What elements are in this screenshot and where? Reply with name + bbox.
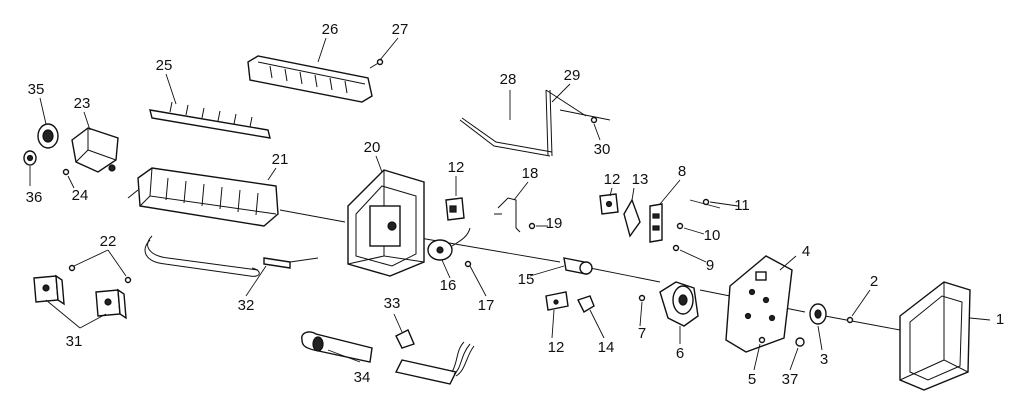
- callout-18: 18: [522, 165, 539, 182]
- part-wire-harness: [394, 341, 475, 385]
- callout-2: 2: [870, 273, 878, 290]
- callout-12-lower: 12: [548, 339, 565, 356]
- callout-6: 6: [676, 345, 684, 362]
- part-20-frame: [347, 169, 425, 277]
- callout-9: 9: [706, 257, 714, 274]
- callout-20: 20: [364, 139, 381, 156]
- part-8-bracket: [649, 203, 663, 243]
- part-21-mold: [127, 167, 279, 227]
- callout-26: 26: [322, 21, 339, 38]
- part-31-brackets: [33, 274, 127, 320]
- part-29-arm: [545, 89, 587, 157]
- part-15-plunger: [563, 257, 593, 275]
- leader-lines: [29, 37, 991, 371]
- part-25-ejector: [149, 101, 271, 139]
- callout-30: 30: [594, 141, 611, 158]
- callout-28: 28: [500, 71, 517, 88]
- callout-32: 32: [238, 297, 255, 314]
- callout-17: 17: [478, 297, 495, 314]
- callout-12-upper: 12: [448, 159, 465, 176]
- callout-13: 13: [632, 171, 649, 188]
- part-10-screw: [676, 222, 684, 230]
- callout-37: 37: [782, 371, 799, 388]
- part-12-switch-lower: [545, 291, 569, 311]
- part-2-screw: [846, 316, 854, 324]
- callout-25: 25: [156, 57, 173, 74]
- part-28-arm: [459, 117, 553, 157]
- callout-14: 14: [598, 339, 615, 356]
- part-22-screws: [68, 264, 132, 284]
- callout-33: 33: [384, 295, 401, 312]
- callout-1: 1: [996, 311, 1004, 328]
- callout-labels: 35 23 36 24 25 26 27 21 20 12 18 19 28 2…: [26, 21, 1005, 388]
- part-33-clip: [395, 329, 415, 349]
- part-23-housing: [71, 127, 119, 173]
- part-13-bracket: [623, 198, 641, 238]
- part-32-cord: [144, 235, 319, 277]
- callout-23: 23: [74, 95, 91, 112]
- part-5-screw: [758, 336, 766, 344]
- callout-19: 19: [546, 215, 563, 232]
- part-12-switch-middle: [599, 193, 619, 215]
- part-19-screw: [528, 222, 536, 230]
- callout-5: 5: [748, 371, 756, 388]
- part-24-screw: [62, 168, 70, 176]
- part-4-plate: [725, 255, 793, 353]
- part-34-fill-tube: [301, 331, 373, 363]
- part-16-cam: [427, 227, 471, 261]
- callout-27: 27: [392, 21, 409, 38]
- part-9-screw: [672, 244, 680, 252]
- part-30-screw: [590, 116, 598, 124]
- part-27-screw: [369, 58, 384, 69]
- callout-22: 22: [100, 233, 117, 250]
- callout-8: 8: [678, 163, 686, 180]
- part-17-screw: [464, 260, 472, 268]
- callout-15: 15: [518, 271, 535, 288]
- callout-11: 11: [734, 197, 750, 214]
- callout-34: 34: [354, 369, 371, 386]
- part-6-motor: [659, 281, 699, 327]
- callout-10: 10: [704, 227, 721, 244]
- callout-16: 16: [440, 277, 457, 294]
- callout-21: 21: [272, 151, 289, 168]
- part-26-shelf: [247, 55, 373, 103]
- part-36-nut: [23, 150, 37, 166]
- part-35-grommet: [37, 123, 59, 149]
- part-3-knob: [809, 303, 827, 325]
- callout-3: 3: [820, 351, 828, 368]
- part-11-screw: [702, 198, 710, 206]
- callout-12-middle: 12: [604, 171, 621, 188]
- part-14-clip: [577, 295, 595, 313]
- part-1-cover: [899, 281, 971, 391]
- part-7-screw: [638, 294, 646, 302]
- callout-31: 31: [66, 333, 83, 350]
- part-37-nut: [795, 337, 805, 347]
- callout-7: 7: [638, 325, 646, 342]
- callout-35: 35: [28, 81, 45, 98]
- callout-36: 36: [26, 189, 43, 206]
- callout-4: 4: [802, 243, 810, 260]
- part-12-switch-upper: [445, 197, 465, 221]
- part-18-lever: [494, 197, 521, 233]
- callout-29: 29: [564, 67, 581, 84]
- callout-24: 24: [72, 187, 89, 204]
